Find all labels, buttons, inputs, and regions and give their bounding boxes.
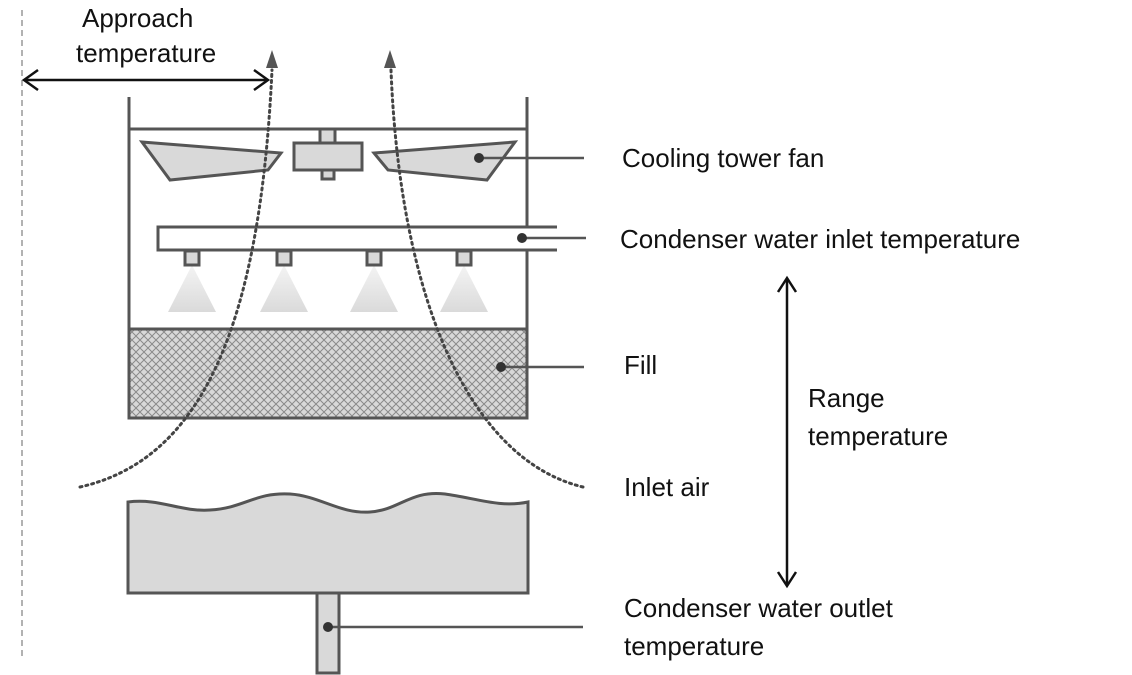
inlet-air-label: Inlet air — [624, 472, 710, 502]
range-label-line2: temperature — [808, 421, 949, 451]
approach-label-line1: Approach — [82, 3, 194, 33]
outlet-label-line1: Condenser water outlet — [624, 593, 893, 623]
water-basin — [126, 491, 530, 595]
nozzle-1 — [168, 249, 216, 312]
nozzle-3 — [350, 249, 398, 312]
air-flow-lines — [78, 68, 585, 489]
leader-outlet — [323, 622, 583, 632]
leader-fill — [496, 362, 584, 372]
air-flow-arrowheads — [266, 50, 396, 68]
outlet-pipe — [315, 591, 341, 675]
range-label-line1: Range — [808, 383, 885, 413]
air-arrow-right — [384, 50, 396, 68]
fan-label: Cooling tower fan — [622, 143, 825, 173]
leader-inlet — [517, 233, 586, 243]
distribution-pipe — [156, 225, 557, 252]
air-arrow-left — [266, 50, 278, 68]
inlet-temperature-label: Condenser water inlet temperature — [620, 224, 1021, 254]
leader-lines — [323, 153, 586, 632]
leader-fan — [474, 153, 584, 163]
approach-label-line2: temperature — [76, 38, 217, 68]
cooling-tower-fan — [138, 127, 519, 182]
nozzle-4 — [440, 249, 488, 312]
fill-label: Fill — [624, 350, 658, 380]
approach-arrow — [21, 68, 271, 92]
spray-nozzles — [168, 249, 488, 312]
nozzle-2 — [260, 249, 308, 312]
range-arrow — [776, 275, 798, 589]
fill-media — [127, 327, 529, 420]
outlet-label-line2: temperature — [624, 631, 765, 661]
